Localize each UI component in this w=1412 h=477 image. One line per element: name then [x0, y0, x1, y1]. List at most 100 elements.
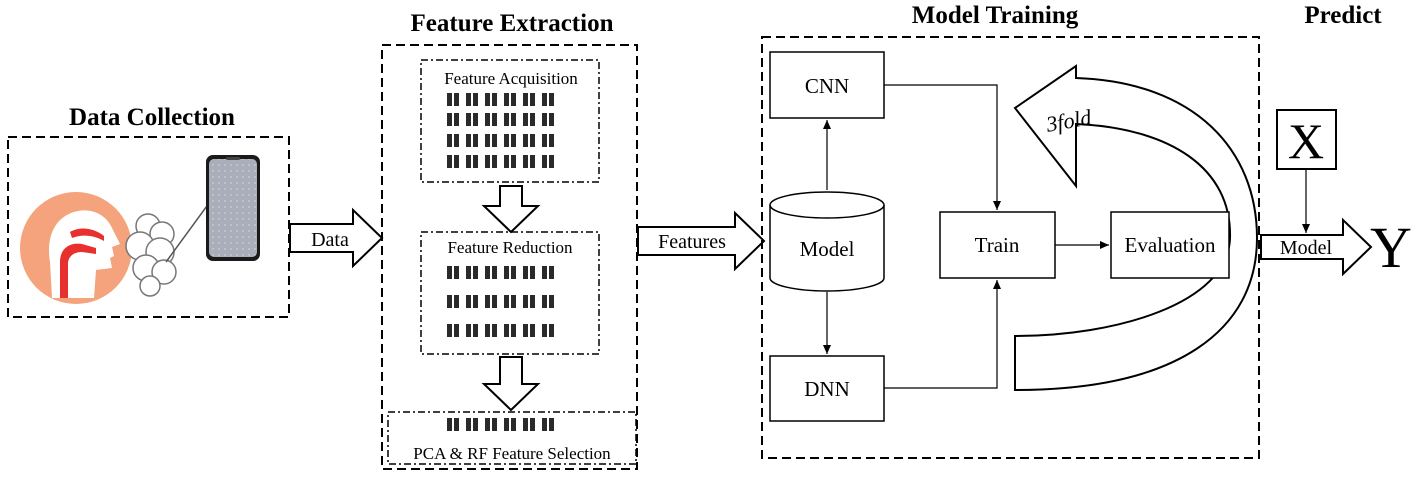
feature-bar — [549, 134, 554, 147]
feature-bar — [466, 93, 471, 106]
feature-bar — [473, 113, 478, 126]
feature-reduction-bars — [447, 266, 554, 337]
feature-bar — [542, 266, 547, 279]
feature-extraction-box — [381, 44, 638, 470]
feature-bar — [504, 113, 509, 126]
feature-bar — [473, 295, 478, 308]
feature-bar — [466, 134, 471, 147]
section-title-data-collection: Data Collection — [69, 104, 235, 131]
feature-bar — [454, 155, 459, 168]
feature-bar — [447, 418, 452, 431]
feature-bar — [492, 418, 497, 431]
feature-bar — [473, 155, 478, 168]
smartphone-icon — [206, 155, 260, 261]
feature-bar — [504, 418, 509, 431]
feature-bar — [466, 113, 471, 126]
feature-bar — [454, 295, 459, 308]
feature-bar — [454, 324, 459, 337]
feature-bar — [511, 134, 516, 147]
feature-bar — [530, 295, 535, 308]
feature-bar — [549, 93, 554, 106]
dnn-label: DNN — [804, 377, 850, 401]
model-cylinder — [769, 191, 885, 292]
feature-bar — [454, 93, 459, 106]
feature-bar — [473, 418, 478, 431]
evaluation-label: Evaluation — [1125, 233, 1216, 257]
feature-bar — [447, 93, 452, 106]
feature-bar — [542, 418, 547, 431]
x-input-box — [1276, 109, 1337, 170]
feature-bar — [511, 418, 516, 431]
section-title-predict: Predict — [1304, 2, 1382, 29]
features-arrow-label: Features — [658, 231, 726, 253]
feature-acquisition-label: Feature Acquisition — [444, 69, 578, 88]
feature-bar — [485, 134, 490, 147]
feature-bar — [485, 295, 490, 308]
head-profile-icon — [20, 192, 132, 304]
model-predict-label: Model — [1280, 237, 1333, 259]
feature-selection-bars — [447, 418, 554, 431]
model-cylinder-label: Model — [800, 237, 855, 261]
feature-bar — [530, 155, 535, 168]
feature-bar — [492, 93, 497, 106]
feature-bar — [466, 155, 471, 168]
feature-bar — [549, 418, 554, 431]
model-predict-arrow — [1260, 217, 1373, 277]
feature-bar — [485, 113, 490, 126]
feature-bar — [549, 295, 554, 308]
breath-cloud-icon — [125, 213, 177, 297]
feature-bar — [485, 418, 490, 431]
feature-bar — [447, 266, 452, 279]
feature-bar — [542, 134, 547, 147]
feature-bar — [492, 266, 497, 279]
section-title-model-training: Model Training — [912, 2, 1079, 29]
feature-bar — [523, 113, 528, 126]
feature-bar — [473, 93, 478, 106]
feature-bar — [549, 113, 554, 126]
feature-bar — [454, 418, 459, 431]
dnn-to-train-arrow — [884, 280, 1001, 389]
feature-bar — [466, 324, 471, 337]
feature-bar — [473, 266, 478, 279]
feature-bar — [454, 113, 459, 126]
feature-bar — [549, 266, 554, 279]
feature-bar — [530, 93, 535, 106]
down-arrow-2 — [481, 356, 541, 412]
feature-bar — [523, 266, 528, 279]
feature-bar — [549, 155, 554, 168]
feature-bar — [454, 134, 459, 147]
feature-bar — [492, 134, 497, 147]
feature-bar — [504, 324, 509, 337]
cnn-node — [769, 51, 885, 119]
feature-bar — [523, 93, 528, 106]
feature-bar — [485, 324, 490, 337]
feature-bar — [466, 266, 471, 279]
feature-bar — [504, 134, 509, 147]
feature-bar — [511, 266, 516, 279]
feature-bar — [511, 113, 516, 126]
feature-bar — [485, 93, 490, 106]
feature-bar — [511, 93, 516, 106]
feature-bar — [485, 155, 490, 168]
feature-bar — [542, 324, 547, 337]
feature-acquisition-bars — [447, 93, 554, 168]
y-output-label: Y — [1370, 215, 1412, 280]
feature-bar — [530, 324, 535, 337]
feature-bar — [466, 418, 471, 431]
feature-bar — [523, 134, 528, 147]
model-training-box — [761, 36, 1260, 459]
train-node — [939, 211, 1056, 279]
feature-selection-label: PCA & RF Feature Selection — [413, 444, 611, 463]
feature-bar — [447, 155, 452, 168]
feature-bar — [492, 113, 497, 126]
down-arrow-1 — [481, 185, 541, 234]
feature-bar — [447, 295, 452, 308]
x-input-label: X — [1288, 113, 1324, 169]
feature-bar — [549, 324, 554, 337]
feature-bar — [473, 134, 478, 147]
feature-bar — [542, 93, 547, 106]
cnn-label: CNN — [805, 74, 849, 98]
feature-bar — [511, 155, 516, 168]
feature-bar — [511, 324, 516, 337]
feature-bar — [447, 324, 452, 337]
